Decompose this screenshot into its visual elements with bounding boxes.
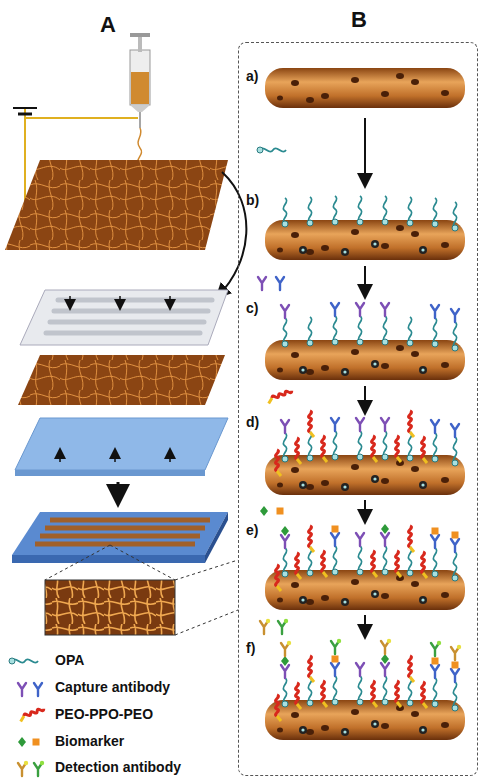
dashed-panel: B <box>238 42 478 776</box>
fiber-stages <box>265 68 465 740</box>
step-label: b) <box>246 192 259 208</box>
stripe-mask <box>20 290 228 345</box>
transfer-arrow <box>218 172 246 296</box>
legend-text: PEO-PPO-PEO <box>55 706 153 722</box>
fiber-mat <box>18 355 225 405</box>
step-label: a) <box>246 68 258 84</box>
step-label: f) <box>246 640 255 656</box>
legend-samples <box>9 658 45 776</box>
patterned-device <box>12 512 228 563</box>
fiber-mat <box>5 160 228 250</box>
step-arrow <box>117 482 120 502</box>
legend-text: Biomarker <box>55 733 124 749</box>
panel-heading: B <box>239 7 479 33</box>
step-arrows <box>257 118 365 636</box>
step-label: e) <box>246 522 258 538</box>
legend-text: Capture antibody <box>55 679 170 695</box>
legend-text: OPA <box>55 652 84 668</box>
panel-heading: A <box>100 12 116 38</box>
legend-text: Detection antibody <box>55 759 181 775</box>
substrate <box>15 418 228 476</box>
zoom-inset <box>45 545 238 635</box>
step-label: d) <box>246 414 259 430</box>
step-label: c) <box>246 300 258 316</box>
